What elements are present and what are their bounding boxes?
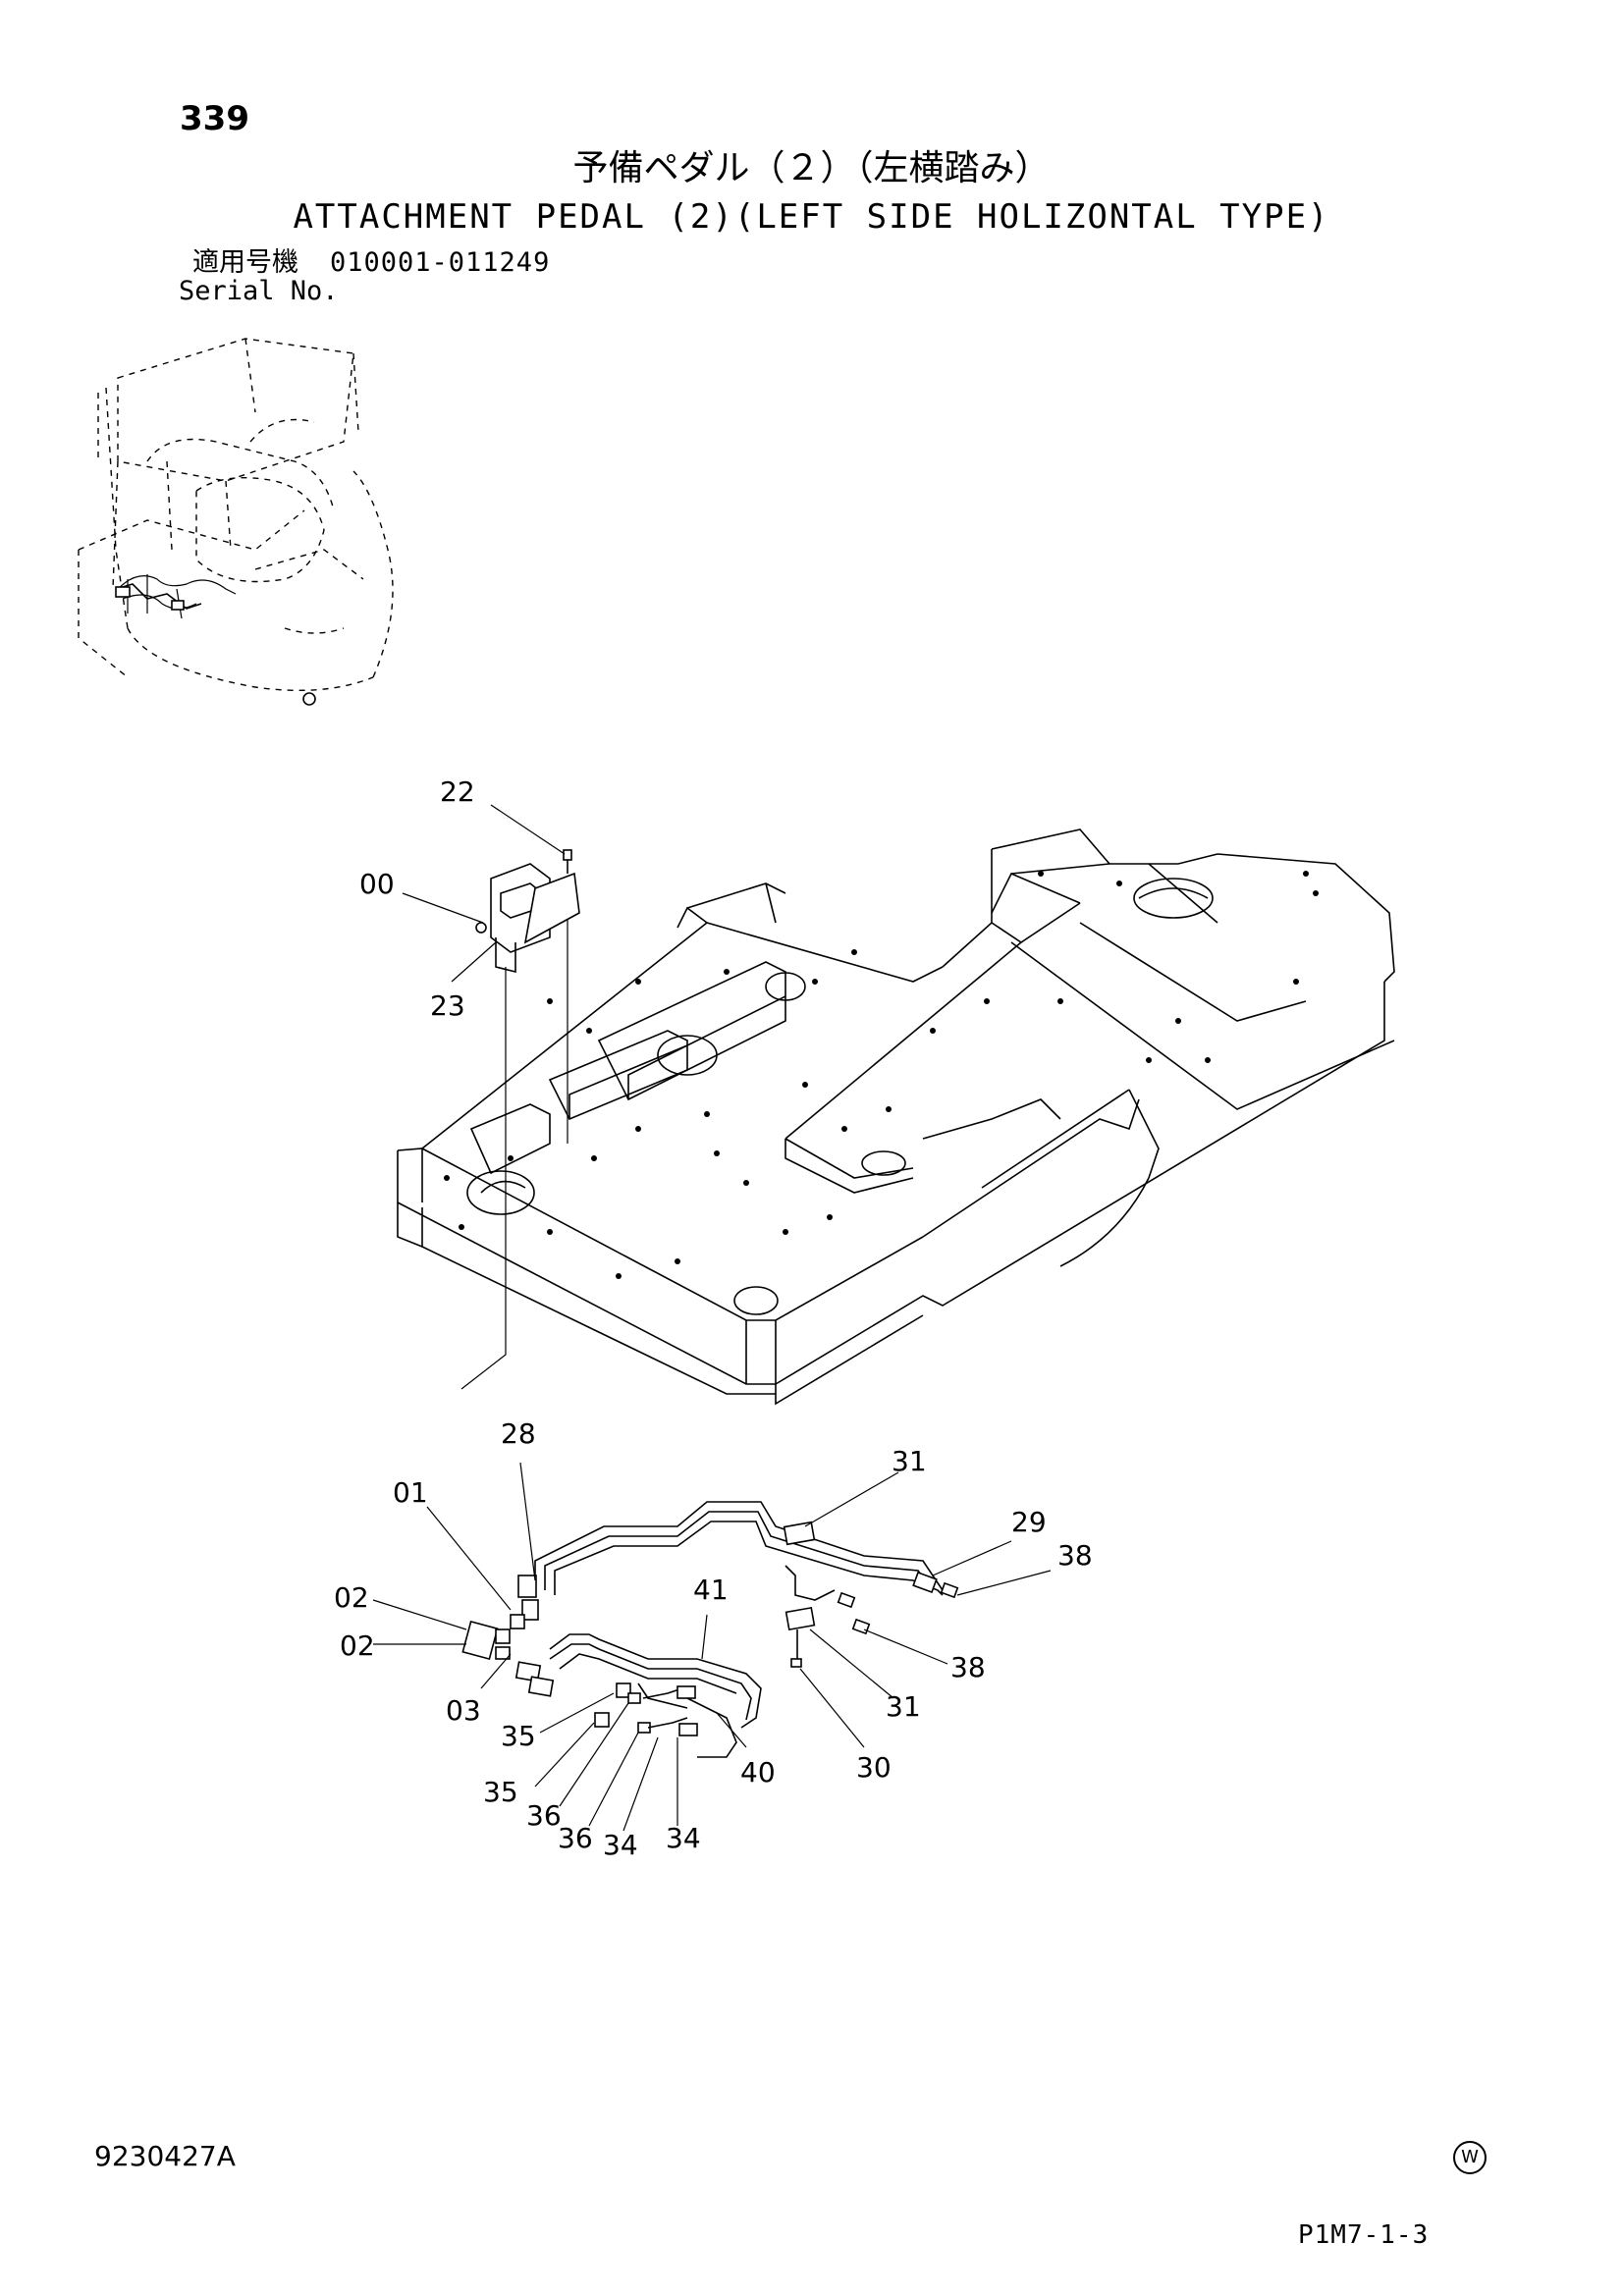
- serial-number-range: 010001-011249: [330, 247, 551, 278]
- callout-31: 31: [892, 1445, 927, 1477]
- callout-34a: 34: [603, 1829, 638, 1861]
- callout-28: 28: [501, 1417, 536, 1450]
- callout-34b: 34: [666, 1822, 701, 1854]
- callout-38b: 38: [950, 1651, 986, 1683]
- callout-36a: 36: [526, 1799, 562, 1832]
- callout-01: 01: [393, 1476, 428, 1509]
- callout-36b: 36: [558, 1822, 593, 1854]
- callout-22: 22: [440, 775, 475, 808]
- piping-assembly: [461, 1501, 959, 1758]
- leader-lines: [372, 804, 1052, 1832]
- callout-38: 38: [1057, 1539, 1093, 1572]
- callout-31b: 31: [886, 1690, 921, 1723]
- callout-29: 29: [1011, 1506, 1047, 1538]
- page-number: 339: [180, 99, 249, 138]
- maker-mark-circle: W: [1453, 2141, 1487, 2174]
- pedal-assembly: [475, 849, 580, 974]
- page-code: P1M7-1-3: [1298, 2220, 1430, 2250]
- page-title-english: ATTACHMENT PEDAL (2)(LEFT SIDE HOLIZONTA…: [293, 197, 1330, 237]
- callout-02a: 02: [334, 1581, 369, 1614]
- callout-labels: 22 00 23 28 01 31 29 38 02 02 41 38 03 3…: [334, 775, 1093, 1861]
- document-code: 9230427A: [94, 2140, 236, 2172]
- callout-03: 03: [446, 1694, 481, 1727]
- callout-00: 00: [359, 868, 395, 900]
- serial-label-japanese: 適用号機: [192, 247, 298, 278]
- page-title-japanese: 予備ペダル（２）（左横踏み）: [572, 148, 1051, 188]
- callout-30: 30: [856, 1751, 892, 1784]
- serial-label-english: Serial No.: [179, 276, 339, 306]
- callout-41: 41: [693, 1574, 729, 1606]
- cab-overview-illustration: [78, 338, 394, 706]
- callout-35b: 35: [483, 1776, 518, 1808]
- callout-40: 40: [740, 1756, 776, 1789]
- callout-02b: 02: [340, 1629, 375, 1662]
- callout-35a: 35: [501, 1720, 536, 1752]
- callout-23: 23: [430, 989, 465, 1022]
- floor-frame-illustration: [397, 828, 1395, 1406]
